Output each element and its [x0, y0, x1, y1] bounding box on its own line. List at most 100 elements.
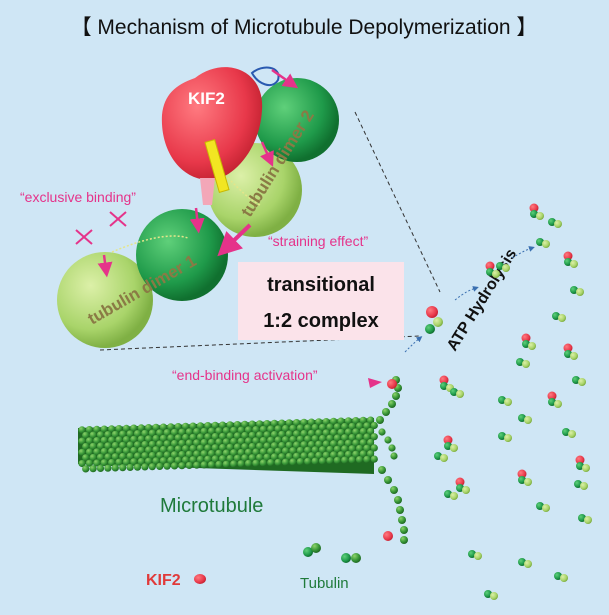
free-tubulin	[578, 378, 586, 386]
tubulin-dark-sphere-dimer-2	[255, 78, 339, 162]
microtubule-bead	[137, 435, 145, 443]
microtubule-bead	[156, 440, 164, 448]
microtubule-bead	[163, 451, 171, 459]
microtubule-bead	[263, 453, 271, 461]
kif2-label: KIF2	[188, 89, 225, 108]
frayed-end-bead	[378, 466, 386, 474]
microtubule-bead	[104, 442, 112, 450]
free-tubulin	[502, 264, 510, 272]
microtubule-bead	[193, 461, 201, 469]
microtubule-bead	[296, 446, 304, 454]
free-tubulin	[582, 464, 590, 472]
microtubule-bead	[108, 458, 116, 467]
microtubule-bead	[211, 444, 219, 452]
free-tubulin	[580, 482, 588, 490]
microtubule-bead	[167, 423, 175, 431]
microtubule-bead	[93, 448, 101, 456]
microtubule-bead	[204, 444, 212, 452]
microtubule-bead	[211, 421, 219, 429]
microtubule-bead	[185, 428, 193, 436]
microtubule-bead	[104, 453, 112, 461]
microtubule-bead	[133, 452, 142, 460]
microtubule-bead	[115, 425, 123, 433]
microtubule-bead	[311, 457, 319, 465]
microtubule-bead	[289, 435, 297, 444]
microtubule-bead	[108, 447, 116, 455]
frayed-end-bead	[392, 392, 400, 400]
microtubule-bead	[237, 448, 245, 457]
microtubule-bead	[267, 436, 275, 444]
microtubule-bead	[348, 422, 356, 430]
free-particles	[434, 203, 592, 600]
microtubule-bead	[133, 463, 142, 471]
microtubule-bead	[307, 440, 315, 449]
arrow-pink-lower	[189, 207, 205, 234]
microtubule-bead	[293, 441, 301, 449]
arrow-pink-mid	[260, 141, 274, 167]
microtubule-bead	[196, 422, 204, 430]
microtubule-bead	[207, 438, 216, 446]
complex-line-1: transitional	[267, 274, 375, 296]
microtubule-bead	[119, 452, 127, 461]
legend-kif2-icon	[194, 574, 206, 584]
callout-line-top	[354, 111, 441, 293]
microtubule-bead	[252, 426, 260, 434]
microtubule-bead	[119, 430, 127, 438]
microtubule-bead	[344, 439, 352, 447]
microtubule-bead	[241, 454, 249, 462]
microtubule-bead	[274, 447, 282, 455]
microtubule-bead	[341, 456, 349, 464]
kif2-helix	[204, 139, 230, 193]
microtubule-label: Microtubule	[160, 495, 263, 517]
microtubule-bead	[193, 450, 201, 458]
microtubule-bead	[159, 423, 167, 431]
microtubule-bead	[189, 422, 197, 430]
complex-box	[238, 262, 404, 340]
microtubule-bead	[363, 444, 371, 452]
microtubule-bead	[152, 457, 160, 465]
free-tubulin	[440, 454, 448, 462]
microtubule-bead	[130, 458, 138, 466]
microtubule-bead	[300, 452, 308, 460]
microtubule-bead	[178, 439, 186, 447]
microtubule-bead	[333, 423, 341, 431]
free-tubulin	[536, 212, 544, 220]
microtubule-bead	[256, 431, 264, 439]
microtubule-bead	[182, 422, 190, 430]
microtubule-bead	[337, 439, 345, 448]
microtubule-bead	[322, 440, 330, 448]
legend-tubulin-icon-4	[351, 553, 361, 563]
microtubule-bead	[237, 437, 245, 445]
free-tubulin	[576, 288, 584, 296]
kif2-neck	[200, 178, 215, 205]
microtubule-bead	[293, 430, 301, 438]
exclusive-binding-label: “exclusive binding”	[20, 189, 136, 205]
microtubule-bead	[93, 437, 101, 445]
microtubule-bead	[289, 458, 297, 466]
microtubule-bead	[148, 463, 156, 471]
microtubule-bead	[333, 456, 341, 464]
microtubule-bead	[108, 425, 116, 433]
microtubule-bead	[215, 427, 223, 435]
microtubule-bead	[200, 450, 208, 458]
microtubule-bead	[145, 424, 153, 432]
microtubule-bead	[137, 457, 145, 466]
microtubule-bead	[85, 459, 93, 467]
frayed-end-bead	[384, 436, 392, 444]
contact-dotted-line-2	[227, 177, 261, 206]
straining-effect-label: “straining effect”	[268, 233, 368, 249]
microtubule-bead	[355, 456, 364, 464]
microtubule-bead	[359, 450, 367, 458]
microtubule-bead	[163, 462, 171, 470]
microtubule-bead	[108, 436, 116, 444]
microtubule-lattice	[78, 416, 378, 474]
microtubule-bead	[311, 435, 319, 443]
microtubule-bead	[326, 434, 334, 442]
microtubule-bead	[270, 453, 278, 461]
microtubule-bead	[145, 435, 153, 443]
microtubule-bead	[259, 448, 267, 456]
microtubule-bead	[170, 451, 179, 459]
microtubule-bead	[145, 446, 153, 454]
microtubule-bead	[189, 433, 197, 441]
microtubule-bead	[85, 426, 93, 434]
